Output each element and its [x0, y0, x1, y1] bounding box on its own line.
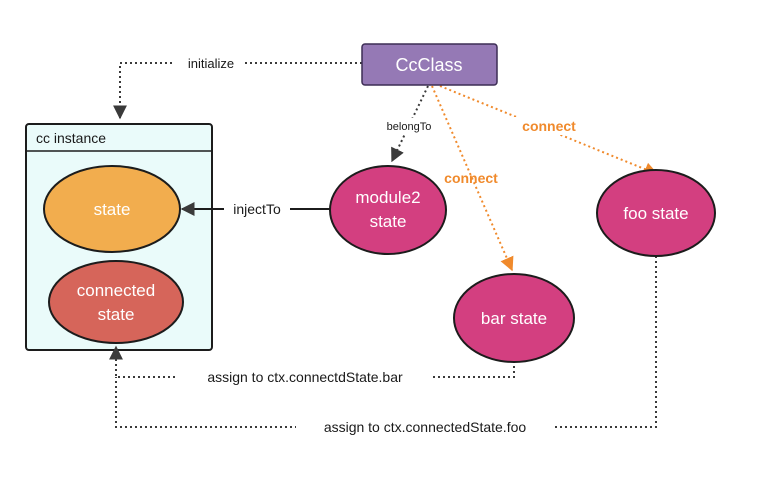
foo-state-label: foo state: [623, 204, 688, 223]
bar-state-label: bar state: [481, 309, 547, 328]
state-node: state: [43, 165, 181, 253]
module2-state-label-line2: state: [370, 212, 407, 231]
edge-connect-foo: [439, 85, 659, 176]
edge-initialize: [113, 62, 362, 120]
module2-state-node: module2 state: [329, 165, 447, 255]
connected-state-node: connected state: [48, 260, 184, 344]
edge-injectTo-label-bg: [224, 200, 290, 218]
edge-connect-foo-label-bg: [514, 117, 584, 135]
connected-state-label-line2: state: [98, 305, 135, 324]
foo-state-node: foo state: [596, 169, 716, 257]
edge-connect-foo-label: connect: [522, 118, 576, 134]
edge-assign-foo-label: assign to ctx.connectedState.foo: [324, 419, 527, 435]
edge-connect-bar-label: connect: [444, 170, 498, 186]
ccclass-label: CcClass: [395, 55, 462, 75]
edge-initialize-label: initialize: [188, 56, 234, 71]
cc-instance-title: cc instance: [36, 130, 106, 146]
edge-belongTo-label: belongTo: [387, 121, 432, 133]
edge-assign-bar-label: assign to ctx.connectdState.bar: [207, 369, 403, 385]
edge-assign-foo-label-bg: [296, 418, 554, 436]
edge-connect-bar: [431, 85, 514, 272]
edge-initialize-label-bg: [175, 55, 245, 71]
edge-belongTo-label-bg: [378, 118, 440, 134]
module2-state-label-line1: module2: [355, 188, 420, 207]
ccclass-node: CcClass: [361, 43, 498, 86]
state-node-label: state: [94, 200, 131, 219]
connected-state-label-line1: connected: [77, 281, 155, 300]
edge-injectTo-label: injectTo: [233, 201, 281, 217]
bar-state-node: bar state: [453, 273, 575, 363]
edge-assign-bar-label-bg: [178, 368, 432, 386]
